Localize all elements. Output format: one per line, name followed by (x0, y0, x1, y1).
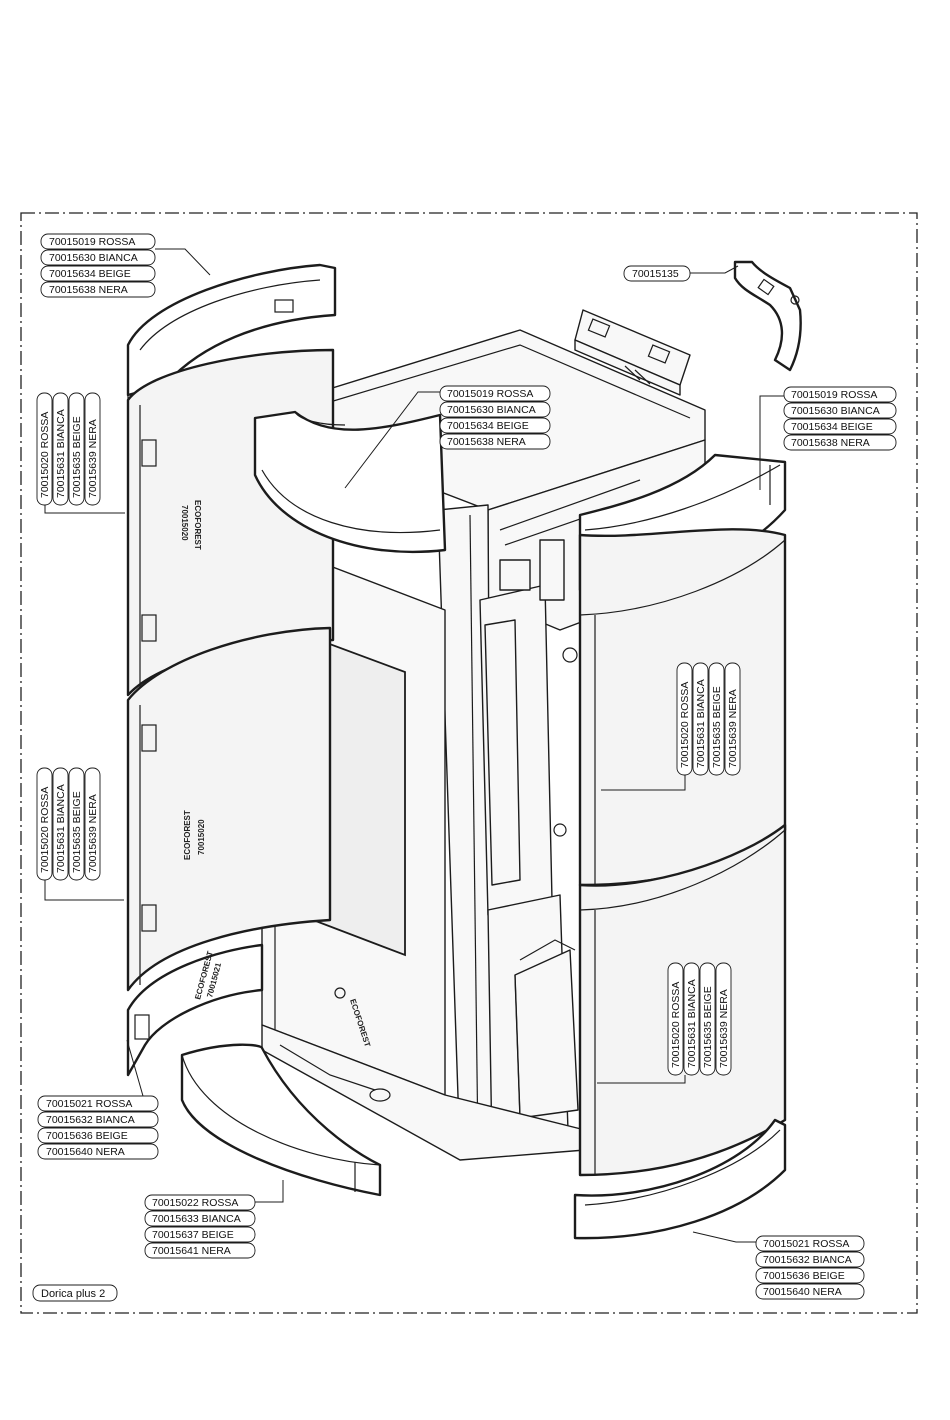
part-label: 70015630 BIANCA (447, 404, 536, 416)
part-label: 70015019 ROSSA (49, 236, 135, 248)
label-group-bracket: 70015135 (623, 265, 691, 282)
part-label: 70015630 BIANCA (791, 405, 880, 417)
left-lower-code-stamp: 70015020 (197, 819, 206, 855)
model-name: Dorica plus 2 (41, 1288, 105, 1300)
label-group-right-base-ring: 70015021 ROSSA 70015632 BIANCA 70015636 … (755, 1235, 865, 1300)
left-lower-side-panel: ECOFOREST 70015020 (126, 626, 332, 992)
part-label: 70015636 BEIGE (763, 1270, 845, 1282)
part-label: 70015641 NERA (152, 1245, 231, 1257)
part-label: 70015634 BEIGE (447, 420, 529, 432)
part-label: 70015022 ROSSA (152, 1197, 238, 1209)
part-label: 70015135 (632, 268, 679, 280)
part-label: 70015632 BIANCA (46, 1114, 135, 1126)
bracket-part (733, 260, 802, 372)
part-label: 70015020 ROSSA (39, 787, 51, 873)
left-upper-code-stamp: 70015020 (180, 505, 189, 541)
part-label: 70015633 BIANCA (152, 1213, 241, 1225)
model-name-tag: Dorica plus 2 (32, 1284, 118, 1302)
part-label: 70015635 BEIGE (71, 416, 83, 498)
part-label: 70015640 NERA (46, 1146, 125, 1158)
part-label: 70015631 BIANCA (55, 784, 67, 873)
part-label: 70015638 NERA (791, 437, 870, 449)
part-label: 70015639 NERA (727, 689, 739, 768)
part-label: 70015632 BIANCA (763, 1254, 852, 1266)
part-label: 70015021 ROSSA (46, 1098, 132, 1110)
svg-text:ECOFOREST: ECOFOREST (193, 500, 202, 550)
front-base-ring (180, 1043, 382, 1197)
part-label: 70015634 BEIGE (49, 268, 131, 280)
part-label: 70015639 NERA (718, 989, 730, 1068)
part-label: 70015020 ROSSA (670, 982, 682, 1068)
part-label: 70015638 NERA (49, 284, 128, 296)
part-label: 70015636 BEIGE (46, 1130, 128, 1142)
part-label: 70015634 BEIGE (791, 421, 873, 433)
part-label: 70015639 NERA (87, 419, 99, 498)
part-label: 70015635 BEIGE (702, 986, 714, 1068)
part-label: 70015631 BIANCA (686, 979, 698, 1068)
label-group-left-lower-side-panel: 70015020 ROSSA 70015631 BIANCA 70015635 … (36, 767, 101, 881)
part-label: 70015640 NERA (763, 1286, 842, 1298)
part-label: 70015635 BEIGE (711, 686, 723, 768)
part-label: 70015637 BEIGE (152, 1229, 234, 1241)
part-label: 70015020 ROSSA (39, 412, 51, 498)
part-label: 70015630 BIANCA (49, 252, 138, 264)
right-base-ring (573, 1118, 787, 1240)
part-label: 70015019 ROSSA (791, 389, 877, 401)
part-label: 70015635 BEIGE (71, 791, 83, 873)
label-group-right-lower-side-panel: 70015020 ROSSA 70015631 BIANCA 70015635 … (667, 962, 732, 1076)
part-label: 70015638 NERA (447, 436, 526, 448)
label-group-top-right-cover: 70015019 ROSSA 70015630 BIANCA 70015634 … (783, 386, 897, 451)
part-label: 70015631 BIANCA (695, 679, 707, 768)
part-label: 70015631 BIANCA (55, 409, 67, 498)
label-group-top-center-cover: 70015019 ROSSA 70015630 BIANCA 70015634 … (439, 385, 551, 450)
svg-text:ECOFOREST: ECOFOREST (183, 810, 192, 860)
leader-lines (44, 248, 784, 1243)
left-base-ring: ECOFOREST 70015021 (126, 943, 264, 1077)
label-group-top-left-cover: 70015019 ROSSA 70015630 BIANCA 70015634 … (40, 233, 156, 298)
part-label: 70015020 ROSSA (679, 682, 691, 768)
part-label: 70015639 NERA (87, 794, 99, 873)
label-group-left-base-ring: 70015021 ROSSA 70015632 BIANCA 70015636 … (37, 1095, 159, 1160)
label-group-right-upper-side-panel: 70015020 ROSSA 70015631 BIANCA 70015635 … (676, 662, 741, 776)
label-group-left-upper-side-panel: 70015020 ROSSA 70015631 BIANCA 70015635 … (36, 392, 101, 506)
part-label: 70015019 ROSSA (447, 388, 533, 400)
drawing-frame (20, 212, 918, 1314)
part-label: 70015021 ROSSA (763, 1238, 849, 1250)
label-group-front-base-ring: 70015022 ROSSA 70015633 BIANCA 70015637 … (144, 1194, 256, 1259)
